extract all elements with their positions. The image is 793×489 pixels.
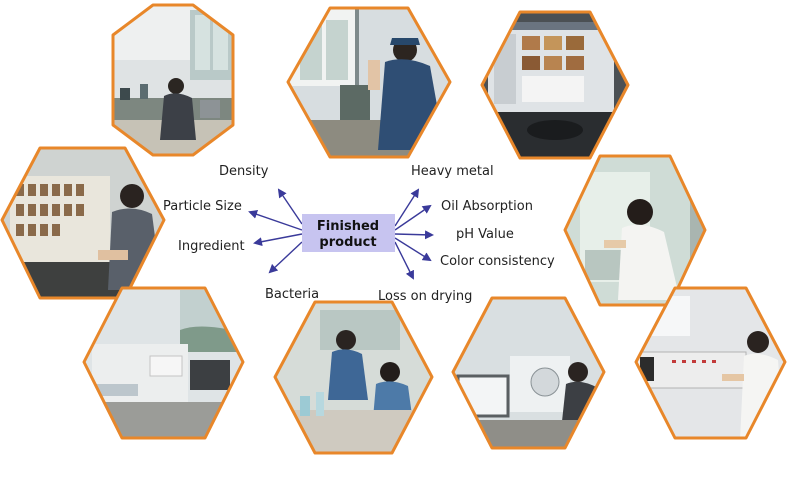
photo-titration — [286, 6, 452, 159]
arrow-ph-value — [394, 230, 434, 240]
test-labels: Density Particle Size Ingredient Bacteri… — [163, 164, 555, 304]
arrow-oil-absorption — [394, 204, 432, 231]
label-loss-on-drying: Loss on drying — [378, 289, 472, 304]
arrow-color-consistency — [394, 237, 432, 262]
arrow-particle-size — [248, 210, 303, 231]
label-oil-absorption: Oil Absorption — [441, 199, 533, 214]
label-particle-size: Particle Size — [163, 199, 242, 214]
label-density: Density — [219, 164, 269, 179]
arrow-bacteria — [268, 241, 303, 274]
arrow-heavy-metal — [394, 188, 420, 227]
center-line-2: product — [319, 235, 376, 250]
photo-instrument — [82, 286, 245, 440]
photo-bench-team — [273, 300, 434, 455]
arrows — [248, 188, 434, 280]
photo-sample-rack — [0, 146, 166, 300]
arrow-loss-on-drying — [394, 241, 414, 280]
label-heavy-metal: Heavy metal — [411, 164, 494, 179]
photo-monitor — [480, 10, 630, 160]
center-node: Finished product — [302, 214, 395, 252]
label-ingredient: Ingredient — [178, 239, 245, 254]
center-line-1: Finished — [317, 219, 379, 234]
photo-fume-hood — [563, 154, 707, 307]
arrow-density — [277, 188, 303, 225]
label-color-consistency: Color consistency — [440, 254, 555, 269]
label-ph-value: pH Value — [456, 227, 514, 242]
photo-lab-bench — [111, 3, 235, 157]
photo-control-panel — [634, 286, 787, 440]
photo-analyzer — [451, 296, 606, 450]
label-bacteria: Bacteria — [265, 287, 319, 302]
center-box — [302, 214, 395, 252]
arrow-ingredient — [253, 233, 303, 247]
